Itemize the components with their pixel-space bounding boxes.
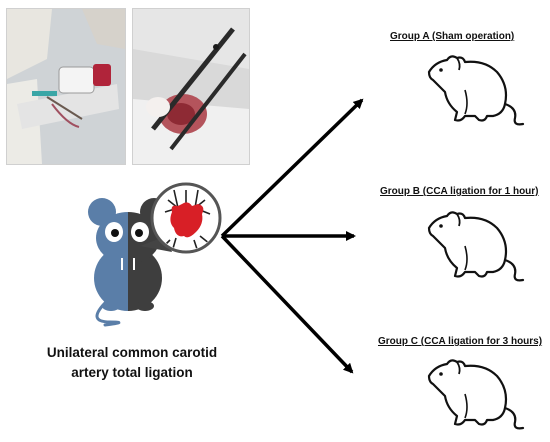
heart-icon: [170, 202, 204, 238]
rat-icon-group-a: [427, 55, 525, 126]
group-c-label: Group C (CCA ligation for 3 hours): [378, 336, 543, 347]
rat-icon-group-c: [427, 359, 525, 430]
group-b-label: Group B (CCA ligation for 1 hour): [380, 186, 539, 197]
surgery-photo-left: [6, 8, 126, 165]
group-a-label: Group A (Sham operation): [390, 31, 515, 42]
procedure-line-2: artery total ligation: [71, 365, 193, 380]
procedure-caption: Unilateral common carotid artery total l…: [22, 343, 242, 383]
arrow-to-group-a: [220, 98, 364, 238]
surgery-photo-right: [132, 8, 250, 165]
procedure-line-1: Unilateral common carotid: [46, 345, 218, 360]
arrow-to-group-c: [220, 234, 354, 374]
rat-icon-group-b: [427, 211, 525, 282]
